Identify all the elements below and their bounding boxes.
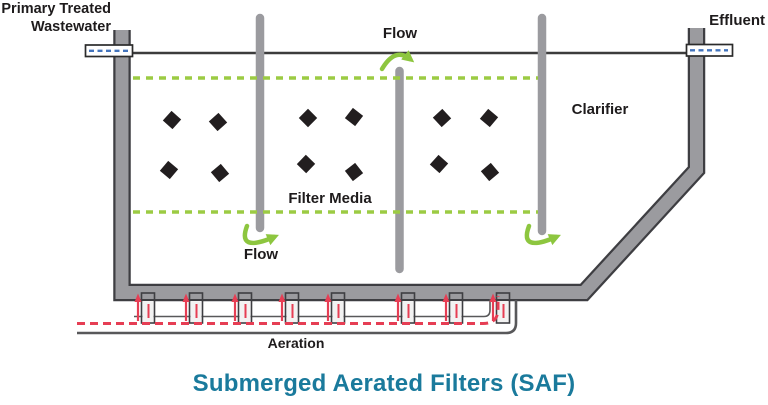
air-supply-line [77, 296, 500, 325]
flow-arrow-over-baffle-2 [379, 50, 415, 72]
air-arrow-head [134, 293, 142, 302]
diagram-title: Submerged Aerated Filters (SAF) [192, 370, 576, 397]
flow-label-bottom: Flow [243, 246, 279, 263]
air-arrow-head [394, 293, 402, 302]
filter-media-block [162, 110, 182, 130]
filter-media-block [429, 154, 449, 174]
air-pipe-bottom-wall [77, 300, 518, 335]
air-pipe-top-wall [134, 299, 491, 318]
filter-media-block [159, 160, 179, 180]
air-riser [237, 292, 253, 324]
influent-label: Primary Treated Wastewater [0, 0, 111, 36]
filter-media-block [344, 162, 364, 182]
air-risers [134, 292, 511, 324]
air-arrow-head [489, 293, 497, 302]
effluent-label: Effluent [709, 12, 765, 29]
filter-media-block [208, 112, 228, 132]
influent-label-line1: Primary Treated [1, 1, 111, 17]
filter-media-block [344, 107, 364, 127]
air-arrow-head [182, 293, 190, 302]
filter-media-label: Filter Media [288, 190, 372, 207]
filter-media-block [296, 154, 316, 174]
filter-media-block [298, 108, 318, 128]
air-arrow-head [278, 293, 286, 302]
filter-media-block [210, 163, 230, 183]
air-arrow-head [324, 293, 332, 302]
effluent-pipe [685, 43, 734, 57]
influent-label-line2: Wastewater [30, 19, 111, 35]
clarifier-label: Clarifier [571, 101, 629, 118]
filter-media-block [480, 162, 500, 182]
flow-arrow-under-baffle-3 [524, 223, 561, 246]
tank-wall-fill [115, 28, 703, 299]
flow-label-top: Flow [382, 25, 418, 42]
air-arrow-head [442, 293, 450, 302]
tank-wall-outline [113, 28, 706, 302]
flow-arrows [242, 50, 561, 246]
influent-pipe [84, 44, 134, 58]
tank-basin [113, 28, 706, 302]
filter-media-block [479, 108, 499, 128]
aeration-label: Aeration [267, 335, 325, 351]
aeration-manifold [77, 292, 518, 335]
flow-arrow-under-baffle-1 [242, 223, 279, 246]
filter-media-blocks [159, 107, 500, 183]
baffles [255, 13, 547, 274]
media-boundary-lines [133, 76, 538, 214]
filter-media-block [432, 108, 452, 128]
air-arrow-head [231, 293, 239, 302]
